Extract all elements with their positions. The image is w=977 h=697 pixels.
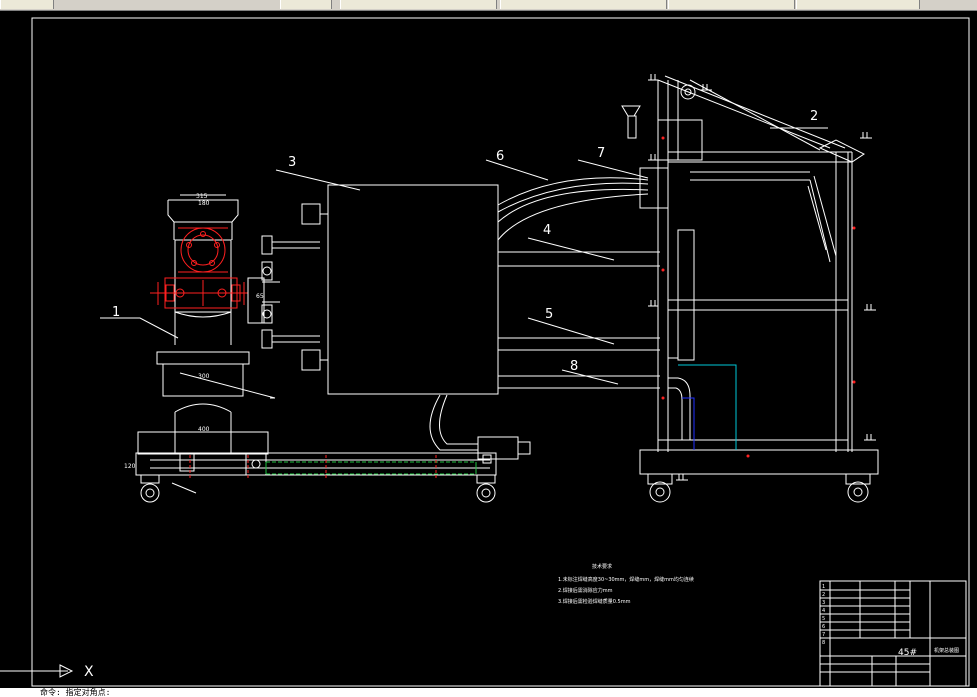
horizontal-arms [498, 237, 660, 389]
toolbar-linetype-dropdown[interactable] [668, 0, 795, 9]
toolbar-file-button[interactable] [0, 0, 54, 9]
cyan-pipe [678, 364, 737, 450]
connecting-bracket [247, 203, 328, 371]
dim-base-width: 400 [198, 426, 210, 433]
title-row-6: 6 [822, 624, 825, 630]
red-markers [661, 136, 856, 458]
callout-6: 6 [496, 149, 504, 164]
dim-base-height: 120 [124, 463, 136, 470]
dim-lower-width: 300 [198, 373, 210, 380]
dim-top-width: 315 [196, 193, 208, 200]
title-row-7: 7 [822, 632, 825, 638]
blue-pipe [682, 397, 695, 450]
dim-side-height: 65 [256, 293, 264, 300]
callout-4: 4 [543, 223, 551, 238]
title-row-1: 1 [822, 584, 825, 590]
title-block [819, 580, 967, 687]
callout-5: 5 [545, 307, 553, 322]
right-frame [577, 74, 879, 503]
motor-housing-box [327, 184, 499, 395]
dim-top-inner: 180 [198, 200, 210, 207]
drawing-border [31, 17, 970, 687]
material-label: 45# [898, 648, 917, 658]
green-rail [189, 455, 477, 480]
title-row-3: 3 [822, 600, 825, 606]
toolbar-lineweight-dropdown[interactable] [796, 0, 920, 9]
cad-drawing-canvas[interactable]: 1 2 3 4 5 6 7 8 315 180 400 300 65 120 技… [0, 10, 977, 688]
tech-requirements-title: 技术要求 [592, 563, 612, 570]
callout-8: 8 [570, 359, 578, 374]
callout-3: 3 [288, 155, 296, 170]
title-row-2: 2 [822, 592, 825, 598]
title-row-5: 5 [822, 616, 825, 622]
tech-requirement-line-1: 1.未标注焊缝高度30~30mm，焊缝mm，焊缝mm均匀连续 [558, 576, 694, 583]
drawing-name: 机架总装图 [934, 647, 959, 654]
title-row-4: 4 [822, 608, 825, 614]
title-row-8: 8 [822, 640, 825, 646]
ucs-x-label: X [84, 664, 94, 680]
toolbar-layer-dropdown[interactable] [340, 0, 497, 9]
callout-7: 7 [597, 146, 605, 161]
command-line[interactable]: 命令: 指定对角点: [0, 688, 977, 697]
toolbar-layer-icon[interactable] [280, 0, 332, 9]
red-flange-detail [150, 227, 248, 309]
callout-1: 1 [112, 305, 120, 320]
application-toolbar [0, 0, 977, 11]
tech-requirement-line-3: 3.焊接后需检验焊缝质量0.5mm [558, 598, 631, 605]
hose-bundle [485, 159, 649, 241]
toolbar-color-dropdown[interactable] [500, 0, 667, 9]
ucs-arrow-icon [0, 664, 74, 678]
callout-2: 2 [810, 109, 818, 124]
tech-requirement-line-2: 2.焊接后需消除应力mm [558, 587, 613, 594]
left-assembly [100, 194, 531, 503]
